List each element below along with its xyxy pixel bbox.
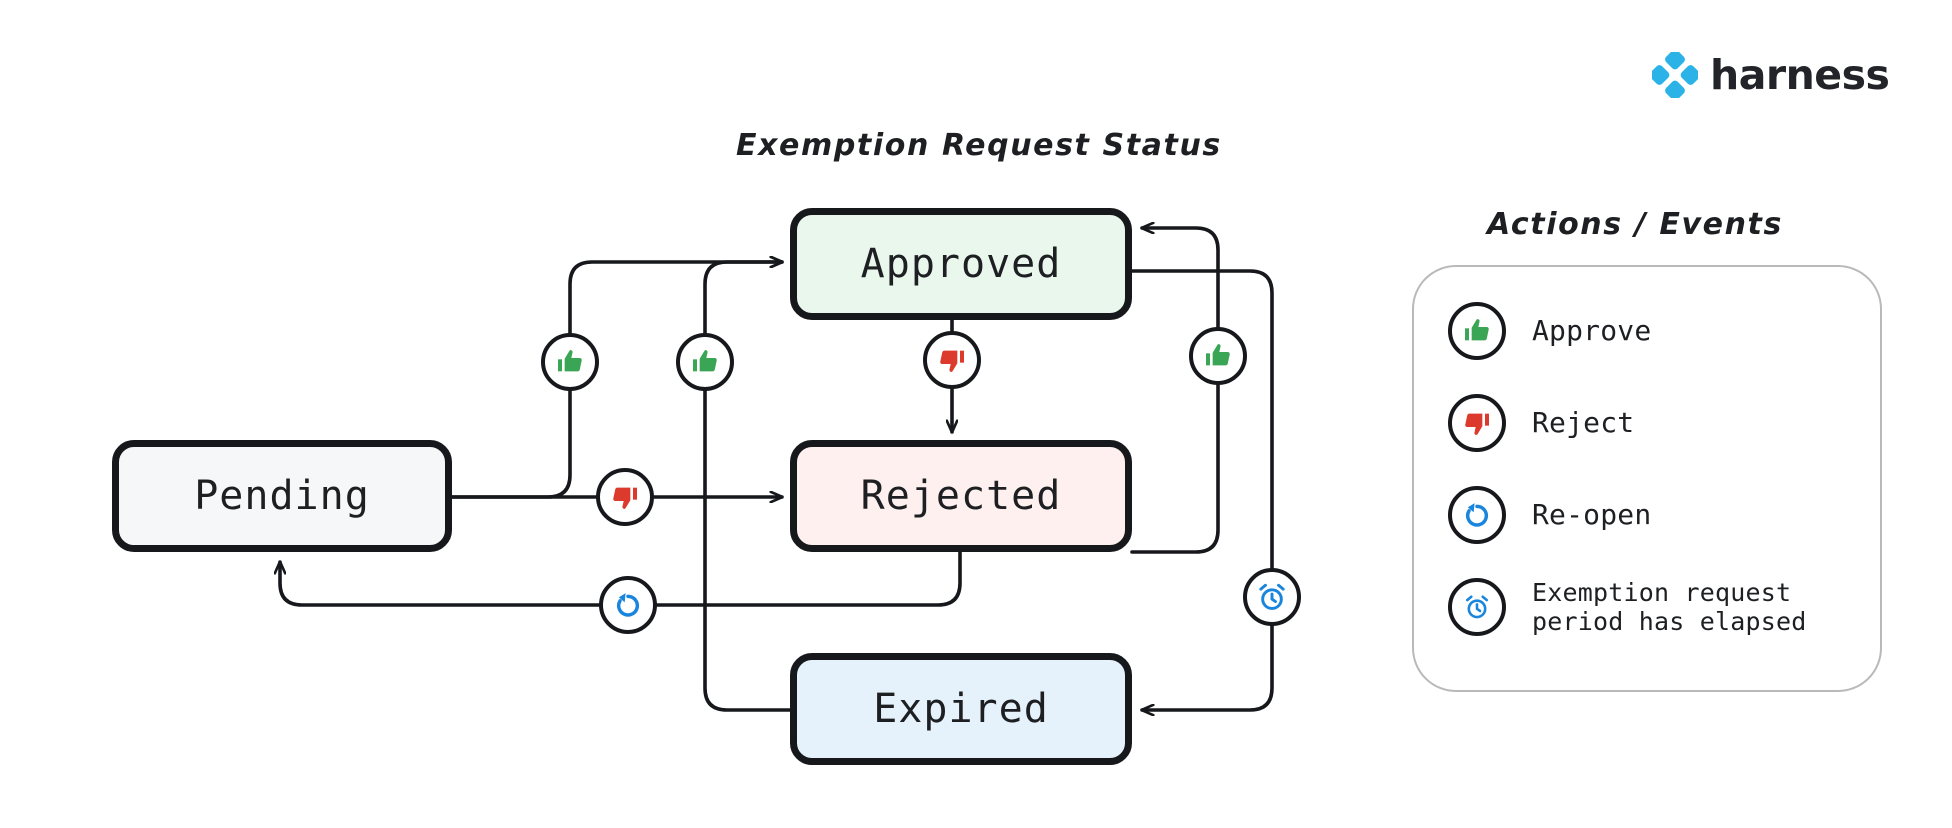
alarm-clock-icon bbox=[1259, 583, 1285, 610]
edge-badge-reject-approved-rejected[interactable] bbox=[923, 331, 981, 389]
thumbs-down-icon bbox=[940, 350, 964, 372]
legend-label-reject: Reject bbox=[1532, 406, 1635, 440]
legend-badge-elapsed bbox=[1448, 578, 1506, 636]
legend-label-approve: Approve bbox=[1532, 314, 1652, 348]
legend-badge-approve bbox=[1448, 302, 1506, 360]
legend-list: Approve Reject Re-open bbox=[1448, 300, 1878, 638]
re-open-icon bbox=[616, 593, 640, 617]
edge-badge-elapsed-approved-expired[interactable] bbox=[1243, 568, 1301, 626]
brand-logo: harness bbox=[1652, 50, 1890, 99]
diagram-title: Exemption Request Status bbox=[736, 128, 1222, 163]
state-node-approved[interactable]: Approved bbox=[790, 208, 1132, 320]
thumbs-down-icon bbox=[1465, 413, 1489, 435]
legend-item-reopen: Re-open bbox=[1448, 484, 1878, 546]
edge-badge-approve-rejected-approved[interactable] bbox=[1189, 327, 1247, 385]
legend-label-elapsed: Exemption request period has elapsed bbox=[1532, 577, 1807, 637]
legend-item-reject: Reject bbox=[1448, 392, 1878, 454]
thumbs-up-icon bbox=[558, 350, 582, 372]
state-label-expired: Expired bbox=[873, 686, 1049, 732]
legend-item-elapsed: Exemption request period has elapsed bbox=[1448, 576, 1878, 638]
edge-approved-to-expired bbox=[1130, 269, 1274, 710]
brand-name: harness bbox=[1710, 50, 1890, 99]
edge-badge-approve-pending-approved[interactable] bbox=[541, 333, 599, 391]
state-label-pending: Pending bbox=[194, 473, 370, 519]
harness-diamond-logo-icon bbox=[1652, 52, 1698, 98]
state-node-pending[interactable]: Pending bbox=[112, 440, 452, 552]
state-label-approved: Approved bbox=[860, 241, 1062, 287]
state-label-rejected: Rejected bbox=[860, 473, 1062, 519]
edge-badge-approve-expired-approved[interactable] bbox=[676, 333, 734, 391]
state-node-rejected[interactable]: Rejected bbox=[790, 440, 1132, 552]
edge-expired-to-approved bbox=[703, 262, 792, 712]
edge-rejected-to-approved bbox=[1130, 228, 1220, 554]
legend-label-reopen: Re-open bbox=[1532, 498, 1652, 532]
state-node-expired[interactable]: Expired bbox=[790, 653, 1132, 765]
thumbs-down-icon bbox=[613, 487, 637, 509]
thumbs-up-icon bbox=[1206, 344, 1230, 366]
thumbs-up-icon bbox=[1465, 319, 1489, 341]
legend-badge-reject bbox=[1448, 394, 1506, 452]
legend-title: Actions / Events bbox=[1487, 207, 1783, 242]
legend-badge-reopen bbox=[1448, 486, 1506, 544]
edge-pending-to-approved bbox=[450, 262, 784, 499]
thumbs-up-icon bbox=[693, 350, 717, 372]
edge-badge-reject-pending-rejected[interactable] bbox=[596, 468, 654, 526]
alarm-clock-icon bbox=[1465, 595, 1489, 619]
edge-badge-reopen-rejected-pending[interactable] bbox=[599, 576, 657, 634]
re-open-icon bbox=[1465, 503, 1489, 527]
legend-item-approve: Approve bbox=[1448, 300, 1878, 362]
